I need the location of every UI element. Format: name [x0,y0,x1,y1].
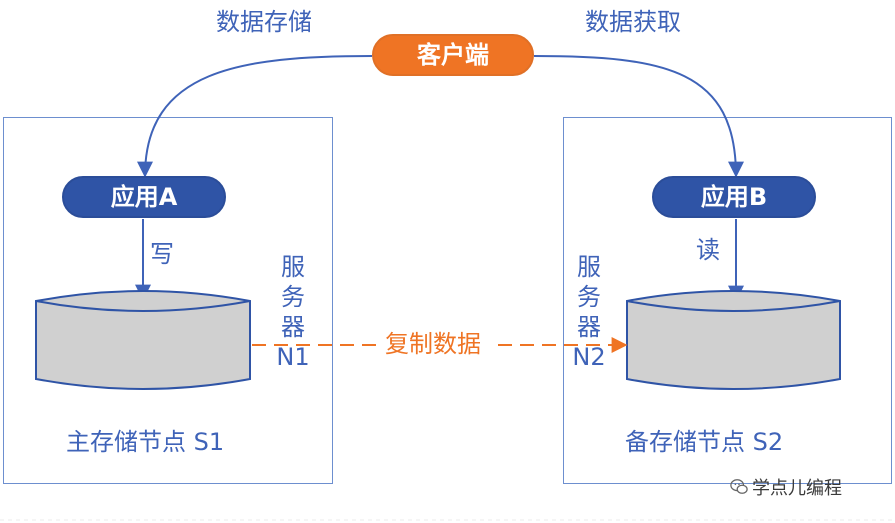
client-to-app-a-arrow [137,55,373,178]
primary-node-caption: 主存储节点 S1 [66,428,225,456]
server-n1-char-2: 务 [281,283,305,311]
server-n2-char-1: 服 [577,253,601,281]
primary-storage-cylinder [35,290,251,390]
watermark: 学点儿编程 [730,474,842,500]
app-a-node: 应用A [62,176,226,218]
client-label: 客户端 [417,41,489,69]
app-b-node: 应用B [652,176,816,218]
server-n1-char-3: 器 [281,313,305,341]
server-n1-label: 服 务 器 N1 [273,252,313,372]
backup-node-caption: 备存储节点 S2 [625,428,784,456]
watermark-text: 学点儿编程 [752,478,842,499]
data-retrieval-label: 数据获取 [585,8,681,36]
write-label: 写 [150,240,174,268]
data-storage-label: 数据存储 [216,8,312,36]
server-n1-char-1: 服 [281,253,305,281]
server-n2-char-3: 器 [577,313,601,341]
wechat-icon [730,479,748,494]
app-a-label: 应用A [110,183,178,211]
client-node: 客户端 [372,34,534,76]
server-n2-char-2: 务 [577,283,601,311]
client-to-app-b-arrow [533,55,744,178]
server-n2-id: N2 [572,343,606,371]
read-label: 读 [696,236,720,264]
replicate-data-label: 复制数据 [385,330,481,358]
server-n1-id: N1 [276,343,310,371]
server-n2-label: 服 务 器 N2 [569,252,609,372]
app-b-label: 应用B [700,183,768,211]
backup-storage-cylinder [626,290,841,390]
